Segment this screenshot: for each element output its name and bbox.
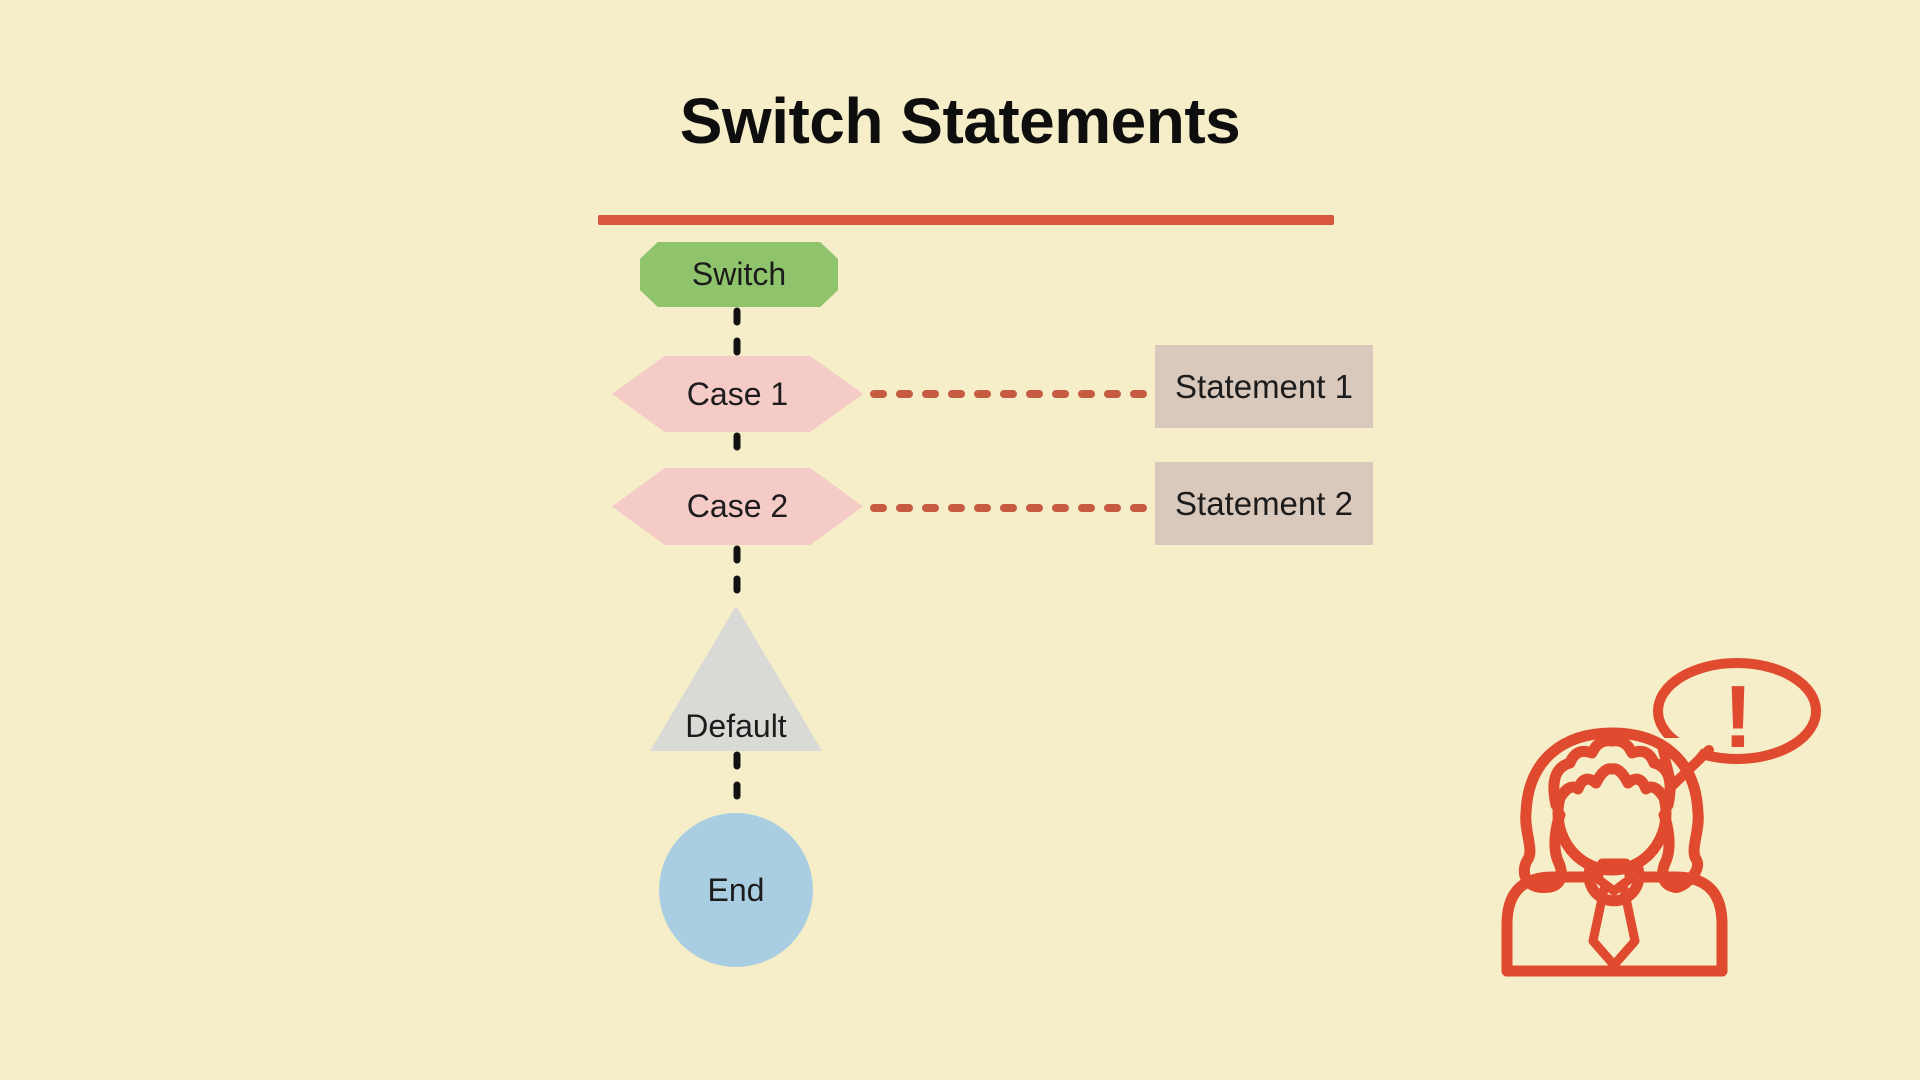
- flow-node-switch-label: Switch: [691, 256, 787, 292]
- exclamation-mark: !: [1723, 667, 1752, 766]
- hair-inner-left: [1544, 809, 1567, 893]
- speech-bubble-icon: [1653, 658, 1821, 764]
- flow-node-case-2: Case 2: [612, 468, 863, 545]
- torso-left-shoulder: [1501, 871, 1594, 977]
- flow-node-case-2-label: Case 2: [686, 488, 789, 524]
- woman-exclamation-icon: !: [1501, 658, 1821, 977]
- hair-inner-right: [1657, 809, 1680, 893]
- face-outline: [1552, 750, 1672, 876]
- page-title: Switch Statements: [679, 85, 1241, 157]
- title-underline: [598, 215, 1334, 225]
- flow-node-statement-2-label: Statement 2: [1175, 484, 1353, 522]
- flow-node-default-label: Default: [685, 708, 787, 744]
- hair-fringe: [1548, 735, 1676, 811]
- flow-node-switch: Switch: [640, 242, 838, 307]
- flow-node-case-1-label: Case 1: [686, 375, 789, 412]
- hair-outline: [1518, 727, 1704, 893]
- horizontal-red-dashed-connector: [870, 390, 1156, 512]
- tie-knot: [1593, 858, 1635, 896]
- flow-node-end-label: End: [707, 871, 765, 908]
- flow-node-statement-1-label: Statement 1: [1175, 367, 1353, 405]
- speech-bubble-tail-gap: [1655, 738, 1710, 772]
- speech-bubble-tail: [1657, 741, 1714, 791]
- flow-node-statement-1: Statement 1: [1155, 345, 1373, 428]
- torso-right-shoulder: [1635, 871, 1728, 977]
- flow-node-end: End: [659, 813, 813, 967]
- flow-node-case-1: Case 1: [612, 356, 863, 432]
- collar-outline: [1583, 860, 1645, 907]
- tie-blade: [1588, 884, 1640, 970]
- flow-node-statement-2: Statement 2: [1155, 462, 1373, 545]
